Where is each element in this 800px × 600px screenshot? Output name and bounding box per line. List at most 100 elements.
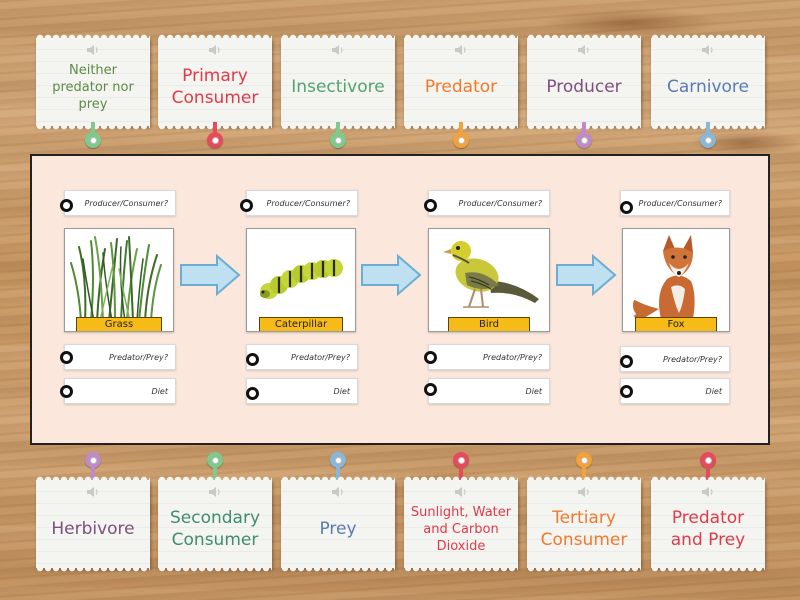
slot-label: Predator/Prey? bbox=[482, 352, 542, 362]
pin[interactable] bbox=[574, 122, 594, 162]
label-card-insectivore[interactable]: Insectivore bbox=[281, 34, 395, 130]
drop-target-dot[interactable] bbox=[246, 353, 259, 366]
slot-label: Producer/Consumer? bbox=[266, 198, 351, 208]
top-card-row: Neither predator nor prey Primary Consum… bbox=[0, 0, 800, 148]
drop-target-dot[interactable] bbox=[424, 351, 437, 364]
drop-slot-producer-consumer[interactable]: Producer/Consumer? bbox=[428, 190, 550, 216]
drop-target-dot[interactable] bbox=[620, 201, 633, 214]
grass-icon bbox=[70, 236, 162, 322]
pin[interactable] bbox=[83, 450, 103, 490]
speaker-icon[interactable] bbox=[454, 44, 468, 56]
card-label: Tertiary Consumer bbox=[540, 508, 628, 550]
label-card-herbivore[interactable]: Herbivore bbox=[36, 476, 150, 572]
organism-name-tag: Caterpillar bbox=[259, 317, 343, 331]
card-label: Sunlight, Water and Carbon Dioxide bbox=[410, 504, 512, 554]
label-card-predator[interactable]: Predator bbox=[404, 34, 518, 130]
drop-target-dot[interactable] bbox=[424, 199, 437, 212]
organism-name-tag: Fox bbox=[635, 317, 717, 331]
drop-slot-predator-prey[interactable]: Predator/Prey? bbox=[64, 344, 176, 370]
speaker-icon[interactable] bbox=[86, 486, 100, 498]
slot-label: Diet bbox=[151, 386, 168, 396]
label-card-primary-consumer[interactable]: Primary Consumer bbox=[158, 34, 272, 130]
card-label: Producer bbox=[546, 77, 622, 97]
speaker-icon[interactable] bbox=[577, 44, 591, 56]
drop-slot-diet[interactable]: Diet bbox=[620, 378, 730, 404]
card-label: Insectivore bbox=[291, 77, 385, 97]
card-label: Primary Consumer bbox=[171, 66, 259, 108]
card-label: Prey bbox=[319, 519, 357, 539]
speaker-icon[interactable] bbox=[577, 486, 591, 498]
organism-card-bird: Bird bbox=[428, 228, 550, 332]
label-card-predator-and-prey[interactable]: Predator and Prey bbox=[651, 476, 765, 572]
slot-label: Diet bbox=[333, 386, 350, 396]
pin[interactable] bbox=[698, 450, 718, 490]
drop-slot-predator-prey[interactable]: Predator/Prey? bbox=[246, 344, 358, 370]
drop-slot-diet[interactable]: Diet bbox=[64, 378, 176, 404]
pin[interactable] bbox=[328, 122, 348, 162]
drop-slot-diet[interactable]: Diet bbox=[246, 378, 358, 404]
pin[interactable] bbox=[698, 122, 718, 162]
pin[interactable] bbox=[205, 450, 225, 490]
caterpillar-icon bbox=[260, 259, 343, 299]
wood-knot bbox=[540, 8, 720, 38]
slot-label: Producer/Consumer? bbox=[84, 198, 169, 208]
drop-slot-predator-prey[interactable]: Predator/Prey? bbox=[620, 346, 730, 372]
drop-target-dot[interactable] bbox=[60, 351, 73, 364]
label-card-secondary-consumer[interactable]: Secondary Consumer bbox=[158, 476, 272, 572]
organism-name-tag: Bird bbox=[448, 317, 530, 331]
speaker-icon[interactable] bbox=[701, 44, 715, 56]
right-arrow-icon bbox=[180, 254, 241, 296]
organism-card-fox: Fox bbox=[622, 228, 730, 332]
card-label: Secondary Consumer bbox=[169, 508, 261, 550]
slot-label: Predator/Prey? bbox=[290, 352, 350, 362]
label-card-sunlight-water-carbon-dioxide[interactable]: Sunlight, Water and Carbon Dioxide bbox=[404, 476, 518, 572]
card-label: Carnivore bbox=[666, 77, 749, 97]
drop-target-dot[interactable] bbox=[246, 387, 259, 400]
speaker-icon[interactable] bbox=[208, 486, 222, 498]
label-card-producer[interactable]: Producer bbox=[527, 34, 641, 130]
speaker-icon[interactable] bbox=[701, 486, 715, 498]
slot-label: Producer/Consumer? bbox=[458, 198, 543, 208]
speaker-icon[interactable] bbox=[86, 44, 100, 56]
pin[interactable] bbox=[328, 450, 348, 490]
card-label: Neither predator nor prey bbox=[52, 62, 134, 112]
bottom-card-row: Herbivore Secondary Consumer Prey Sunlig… bbox=[0, 450, 800, 580]
drop-target-dot[interactable] bbox=[424, 383, 437, 396]
food-chain-panel: Producer/Consumer? bbox=[30, 154, 770, 445]
slot-label: Producer/Consumer? bbox=[638, 198, 723, 208]
label-card-neither-predator-nor-prey[interactable]: Neither predator nor prey bbox=[36, 34, 150, 130]
speaker-icon[interactable] bbox=[454, 486, 468, 498]
drop-target-dot[interactable] bbox=[60, 199, 73, 212]
organism-card-grass: Grass bbox=[64, 228, 174, 332]
drop-slot-producer-consumer[interactable]: Producer/Consumer? bbox=[620, 190, 730, 216]
pin[interactable] bbox=[83, 122, 103, 162]
organism-name-tag: Grass bbox=[76, 317, 162, 331]
pin[interactable] bbox=[205, 122, 225, 162]
slot-label: Diet bbox=[525, 386, 542, 396]
slot-label: Predator/Prey? bbox=[662, 354, 722, 364]
speaker-icon[interactable] bbox=[331, 486, 345, 498]
pin[interactable] bbox=[451, 450, 471, 490]
slot-label: Predator/Prey? bbox=[108, 352, 168, 362]
right-arrow-icon bbox=[361, 254, 422, 296]
drop-target-dot[interactable] bbox=[240, 199, 253, 212]
speaker-icon[interactable] bbox=[331, 44, 345, 56]
drop-slot-diet[interactable]: Diet bbox=[428, 378, 550, 404]
organism-card-caterpillar: Caterpillar bbox=[246, 228, 356, 332]
card-label: Predator and Prey bbox=[670, 508, 746, 550]
drop-target-dot[interactable] bbox=[620, 385, 633, 398]
pin[interactable] bbox=[451, 122, 471, 162]
drop-slot-producer-consumer[interactable]: Producer/Consumer? bbox=[64, 190, 176, 216]
drop-slot-producer-consumer[interactable]: Producer/Consumer? bbox=[246, 190, 358, 216]
slot-label: Diet bbox=[705, 386, 722, 396]
drop-slot-predator-prey[interactable]: Predator/Prey? bbox=[428, 344, 550, 370]
label-card-prey[interactable]: Prey bbox=[281, 476, 395, 572]
bird-icon bbox=[443, 241, 539, 308]
speaker-icon[interactable] bbox=[208, 44, 222, 56]
card-label: Herbivore bbox=[51, 519, 135, 539]
pin[interactable] bbox=[574, 450, 594, 490]
drop-target-dot[interactable] bbox=[60, 385, 73, 398]
label-card-tertiary-consumer[interactable]: Tertiary Consumer bbox=[527, 476, 641, 572]
label-card-carnivore[interactable]: Carnivore bbox=[651, 34, 765, 130]
drop-target-dot[interactable] bbox=[620, 355, 633, 368]
